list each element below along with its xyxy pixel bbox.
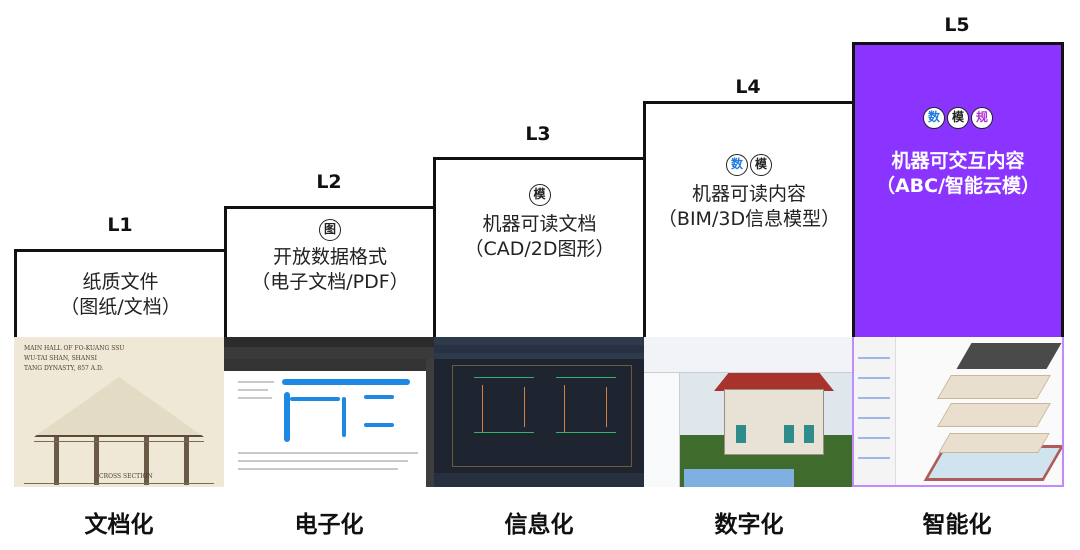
step-box-l1: 纸质文件 （图纸/文档）	[14, 249, 227, 340]
stage-label-intelligence: 智能化	[922, 512, 992, 538]
badge-icon-shu: 数	[726, 154, 748, 176]
badge-icon-mo: 模	[528, 184, 551, 206]
step-box-l2: 图 开放数据格式 （电子文档/PDF）	[224, 206, 436, 340]
level-label-l2: L2	[316, 171, 342, 193]
stage-label-documentation: 文档化	[84, 512, 154, 538]
level-label-l4: L4	[735, 76, 761, 98]
stage-label-electronic: 电子化	[294, 512, 364, 538]
level-label-l5: L5	[944, 14, 970, 36]
step-subtitle: （BIM/3D信息模型）	[657, 208, 841, 230]
step-title: 机器可交互内容	[891, 150, 1025, 172]
step-subtitle: （ABC/智能云模）	[875, 175, 1041, 197]
step-subtitle: （图纸/文档）	[60, 295, 181, 318]
thumbnail-cad	[434, 337, 644, 487]
step-box-l5: 数 模 规 机器可交互内容 （ABC/智能云模）	[852, 42, 1064, 340]
badge-group: 模	[528, 184, 551, 206]
level-label-l3: L3	[525, 123, 551, 145]
badge-icon-gui: 规	[971, 107, 993, 129]
step-title: 机器可读内容	[691, 183, 806, 205]
level-label-l1: L1	[107, 214, 133, 236]
step-box-l4: 数 模 机器可读内容 （BIM/3D信息模型）	[643, 101, 855, 340]
step-title: 机器可读文档	[482, 213, 597, 235]
badge-icon-shu: 数	[923, 107, 945, 129]
step-title: 纸质文件	[82, 270, 159, 293]
thumbnail-paper-drawing: MAIN HALL OF FO-KUANG SSU WU-TAI SHAN, S…	[14, 337, 224, 487]
badge-icon-tu: 图	[319, 219, 341, 241]
badge-group: 数 模 规	[923, 107, 993, 129]
badge-group: 数 模	[726, 154, 772, 176]
step-subtitle: （CAD/2D图形）	[464, 238, 615, 260]
step-title: 开放数据格式	[272, 246, 387, 268]
thumbnail-smart-model	[852, 337, 1064, 487]
badge-group: 图	[319, 219, 341, 241]
stage-label-informatization: 信息化	[504, 512, 574, 538]
step-box-l3: 模 机器可读文档 （CAD/2D图形）	[433, 157, 646, 340]
badge-icon-mo: 模	[947, 107, 969, 129]
badge-icon-mo: 模	[750, 154, 772, 176]
thumbnail-bim	[644, 337, 854, 487]
stage-label-digitalization: 数字化	[714, 512, 784, 538]
thumbnail-pdf-viewer	[224, 337, 434, 487]
step-subtitle: （电子文档/PDF）	[251, 271, 409, 293]
